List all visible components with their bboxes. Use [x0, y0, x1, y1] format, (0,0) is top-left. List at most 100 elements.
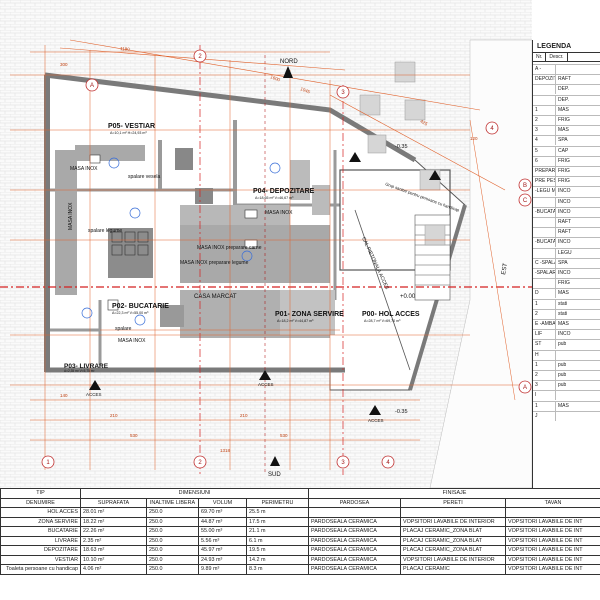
legend-row-code: 1 — [533, 105, 556, 115]
schedule-col-suprafata: SUPRAFATA — [80, 497, 147, 508]
legend-row: -BUCATARIE CALDAINCO — [533, 206, 600, 217]
legend-row-code: C -SPALARE — [535, 258, 556, 268]
schedule-cell-name: Toaleta persoane cu handicap — [0, 564, 81, 575]
grid-num-2-bottom: 2 — [198, 460, 202, 466]
dim-top-2: 1600 — [270, 74, 282, 82]
label-masa-inox-1: MASA INOX — [70, 166, 98, 172]
label-masa-inox-carne: MASA INOX preparare carne — [197, 245, 262, 251]
schedule-cell-height: 250.0 — [146, 535, 199, 546]
schedule-cell-height: 250.0 — [146, 507, 199, 518]
legend-row-description: INCO — [558, 239, 571, 246]
legend-row-code: 3 — [533, 381, 556, 391]
schedule-col-pardosea: PARDOSEA — [308, 497, 401, 508]
legend-row-description — [556, 391, 558, 400]
legend-row-description: INCO — [558, 208, 571, 215]
grid-num-2-top: 2 — [198, 54, 202, 60]
legend-row-description: FRIG — [558, 168, 570, 174]
schedule-cell-perimeter: 6.1 m — [246, 535, 309, 546]
schedule-cell-volume: 5.56 m³ — [198, 535, 247, 546]
schedule-cell-area: 2.35 m² — [80, 535, 147, 546]
grid-num-4-top: 4 — [490, 126, 494, 132]
legend-row: -SPALARE VASEINCO — [533, 268, 600, 278]
legend-row-description: FRIG — [558, 157, 570, 164]
schedule-cell-ceiling: VOPSITORI LAVABILE DE INT — [504, 564, 600, 575]
legend-row: RAFT — [533, 227, 600, 238]
floor-plan-drawing: P05- VESTIAR A=10,1 m² H=24,93 m³ P04- D… — [0, 0, 533, 490]
label-casa-marcat: CASA MARCAT — [194, 294, 237, 300]
schedule-cell-height: 250.0 — [146, 526, 199, 537]
legend-row-description: DEP. — [558, 86, 570, 93]
legend-row-code: D — [533, 289, 556, 299]
legend-row-description: pub — [558, 382, 567, 389]
counter-west — [55, 150, 77, 295]
grid-bubbles — [41, 49, 532, 469]
legend-row-code: LIF — [533, 330, 556, 340]
legend-row: PRE PES TEFRIG — [533, 176, 600, 187]
sink-4 — [107, 299, 119, 311]
schedule-cell-volume: 69.70 m³ — [198, 507, 247, 518]
schedule-cell-walls: PLACAJ CERAMIC_ZONA BLAT — [400, 526, 506, 537]
legend-row-code: 2 — [533, 371, 556, 380]
north-arrow — [283, 66, 293, 78]
legend-col-descr: Descr. — [546, 53, 568, 61]
schedule-cell-floor: PARDOSEALA CERAMICA — [308, 516, 401, 527]
legend-row-description: CAP — [558, 147, 569, 154]
legend-row-code: H — [533, 350, 556, 360]
room-label-livrare: P03- LIVRARE — [64, 363, 109, 370]
schedule-cell-volume: 45.97 m³ — [198, 545, 247, 556]
legend-row-code — [533, 95, 556, 105]
legend-row-code: PREPAR ARE — [535, 167, 556, 176]
schedule-group-dimensiuni: DIMENSIUNI — [80, 488, 309, 499]
legend-row: E -AMBALAMAS — [533, 319, 600, 329]
outdoor-tables — [359, 61, 446, 246]
legend-title: LEGENDA — [533, 40, 600, 53]
schedule-cell-volume: 44.87 m³ — [198, 516, 247, 527]
legend-row-code: 1 — [533, 401, 556, 411]
room-sub-vestiar: A=10,1 m² H=24,93 m³ — [110, 131, 147, 135]
schedule-cell-perimeter: 25.5 m — [246, 507, 309, 518]
schedule-group-row: TIP DIMENSIUNI FINISAJE — [0, 488, 600, 499]
sink-3 — [89, 154, 101, 164]
dim-top-4: 425 — [420, 119, 429, 127]
schedule-cell-height: 250.0 — [146, 564, 199, 575]
legend-row-description: INCO — [558, 331, 571, 338]
schedule-cell-volume: 24.93 m³ — [198, 554, 247, 565]
legend-row: RAFT — [533, 217, 600, 227]
legend-row-code — [533, 85, 556, 95]
schedule-header-row: DENUMIRE SUPRAFATA INALTIME LIBERA VOLUM… — [0, 497, 600, 508]
schedule-col-inaltime: INALTIME LIBERA — [146, 497, 199, 508]
schedule-group-tip: TIP — [0, 488, 81, 499]
schedule-cell-floor: PARDOSEALA CERAMICA — [308, 545, 401, 556]
legend-row-description — [556, 412, 558, 421]
legend-row-description: SPA — [558, 137, 568, 144]
legend-row-code: 6 — [533, 156, 556, 166]
schedule-col-tavan: TAVAN — [504, 497, 600, 508]
legend-row-code: -BUCATARIE RECE — [535, 238, 556, 248]
dim-bottom-1: 140 — [60, 393, 68, 398]
schedule-cell-floor: PARDOSEALA CERAMICA — [308, 554, 401, 565]
legend-row-code: 1 — [533, 360, 556, 370]
fridge-1 — [175, 148, 193, 170]
legend-row-description: FRIG — [558, 280, 570, 287]
schedule-cell-height: 250.0 — [146, 516, 199, 527]
legend-col-nr: Nr. — [533, 53, 547, 61]
room-label-hol-acces: P00- HOL ACCES — [362, 311, 420, 318]
legend-row: DEP. — [533, 94, 600, 105]
legend-row-description — [556, 351, 558, 360]
schedule-col-perimetru: PERIMETRU — [246, 497, 309, 508]
room-sub-hol-acces: A=28,7 m² V=69,70 m³ — [364, 319, 401, 323]
label-spalare-legume: spalare legume — [88, 228, 122, 234]
schedule-cell-floor — [308, 507, 401, 518]
legend-row: FRIG — [533, 278, 600, 289]
schedule-cell-name: LIVRARE — [0, 535, 81, 546]
schedule-cell-name: DEPOZITARE — [0, 545, 81, 556]
legend-row-description: INCO — [558, 198, 571, 205]
schedule-cell-area: 18.22 m² — [80, 516, 147, 527]
stove-block — [108, 228, 153, 278]
